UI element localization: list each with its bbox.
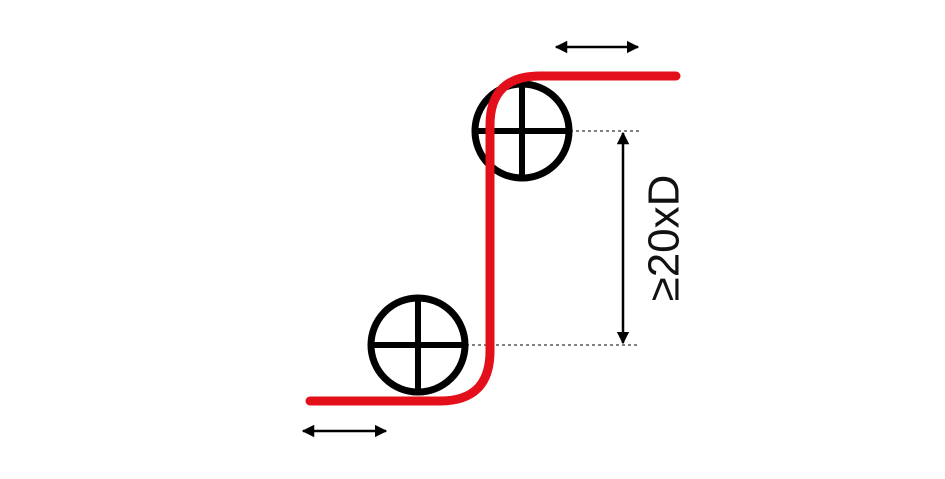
lower-support-icon — [367, 294, 469, 396]
pipe-route — [305, 71, 681, 406]
dimension-label: ≥20xD — [640, 175, 689, 302]
